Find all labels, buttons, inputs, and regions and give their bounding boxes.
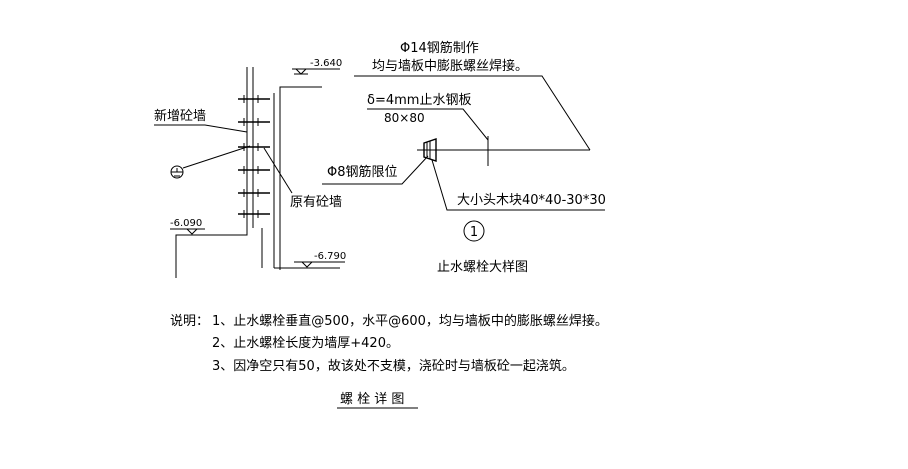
note-item: 3、因净空只有50，故该处不支模，浇砼时与墙板砼一起浇筑。 [212,358,575,374]
steel-plate-label-line2: 80×80 [384,111,425,125]
rebar-label-line2: 均与墙板中膨胀螺丝焊接。 [372,58,528,74]
elevation-top-label: -3.640 [310,58,342,69]
elevation-marker-bottom: -6.790 [294,251,346,268]
detail-callout-number: 1 [470,225,478,240]
wood-block [423,138,437,162]
limit-rebar-leader [322,155,429,185]
notes-heading: 说明： [170,314,209,329]
elevation-marker-top: -3.640 [292,58,342,75]
wall-section-detail: -3.640 -6.090 -6.790 新增砼墙 原有砼墙 [154,58,346,278]
new-wall-label: 新增砼墙 [154,108,206,124]
steel-plate-leader [367,108,489,141]
limit-rebar-label: Φ8钢筋限位 [327,164,398,180]
elevation-left-label: -6.090 [170,218,202,229]
original-wall-label: 原有砼墙 [290,195,342,210]
drawing-title-block: 螺 栓 详 图 [337,392,418,409]
rebar-label-line1: Φ14钢筋制作 [400,40,479,56]
elevation-marker-left: -6.090 [170,218,202,235]
wood-block-label: 大小头木块40*40-30*30 [457,193,606,208]
note-item: 2、止水螺栓长度为墙厚+420。 [212,335,399,351]
original-wall-outline [279,86,322,270]
notes-block: 说明： 1、止水螺栓垂直@500，水平@600，均与墙板中的膨胀螺丝焊接。 2、… [170,313,608,374]
section-symbol-leader [182,145,251,169]
detail-callout-circle [463,220,485,242]
water-stop-bolts [238,95,270,218]
bolt-enlarged-detail: Φ14钢筋制作 均与墙板中膨胀螺丝焊接。 δ=4mm止水钢板 80×80 Φ8钢… [322,40,606,275]
wood-block-leader [431,159,605,211]
new-wall-outline [175,67,248,278]
new-wall-leader [154,124,248,133]
original-wall-leader [263,147,293,194]
drawing-title: 螺 栓 详 图 [340,392,404,407]
detail-caption: 止水螺栓大样图 [437,260,528,275]
elevation-bottom-label: -6.790 [314,251,346,262]
note-item: 1、止水螺栓垂直@500，水平@600，均与墙板中的膨胀螺丝焊接。 [212,313,608,329]
rebar-leader [354,75,591,151]
steel-plate-label-line1: δ=4mm止水钢板 [367,93,471,108]
section-symbol-icon [170,165,184,179]
